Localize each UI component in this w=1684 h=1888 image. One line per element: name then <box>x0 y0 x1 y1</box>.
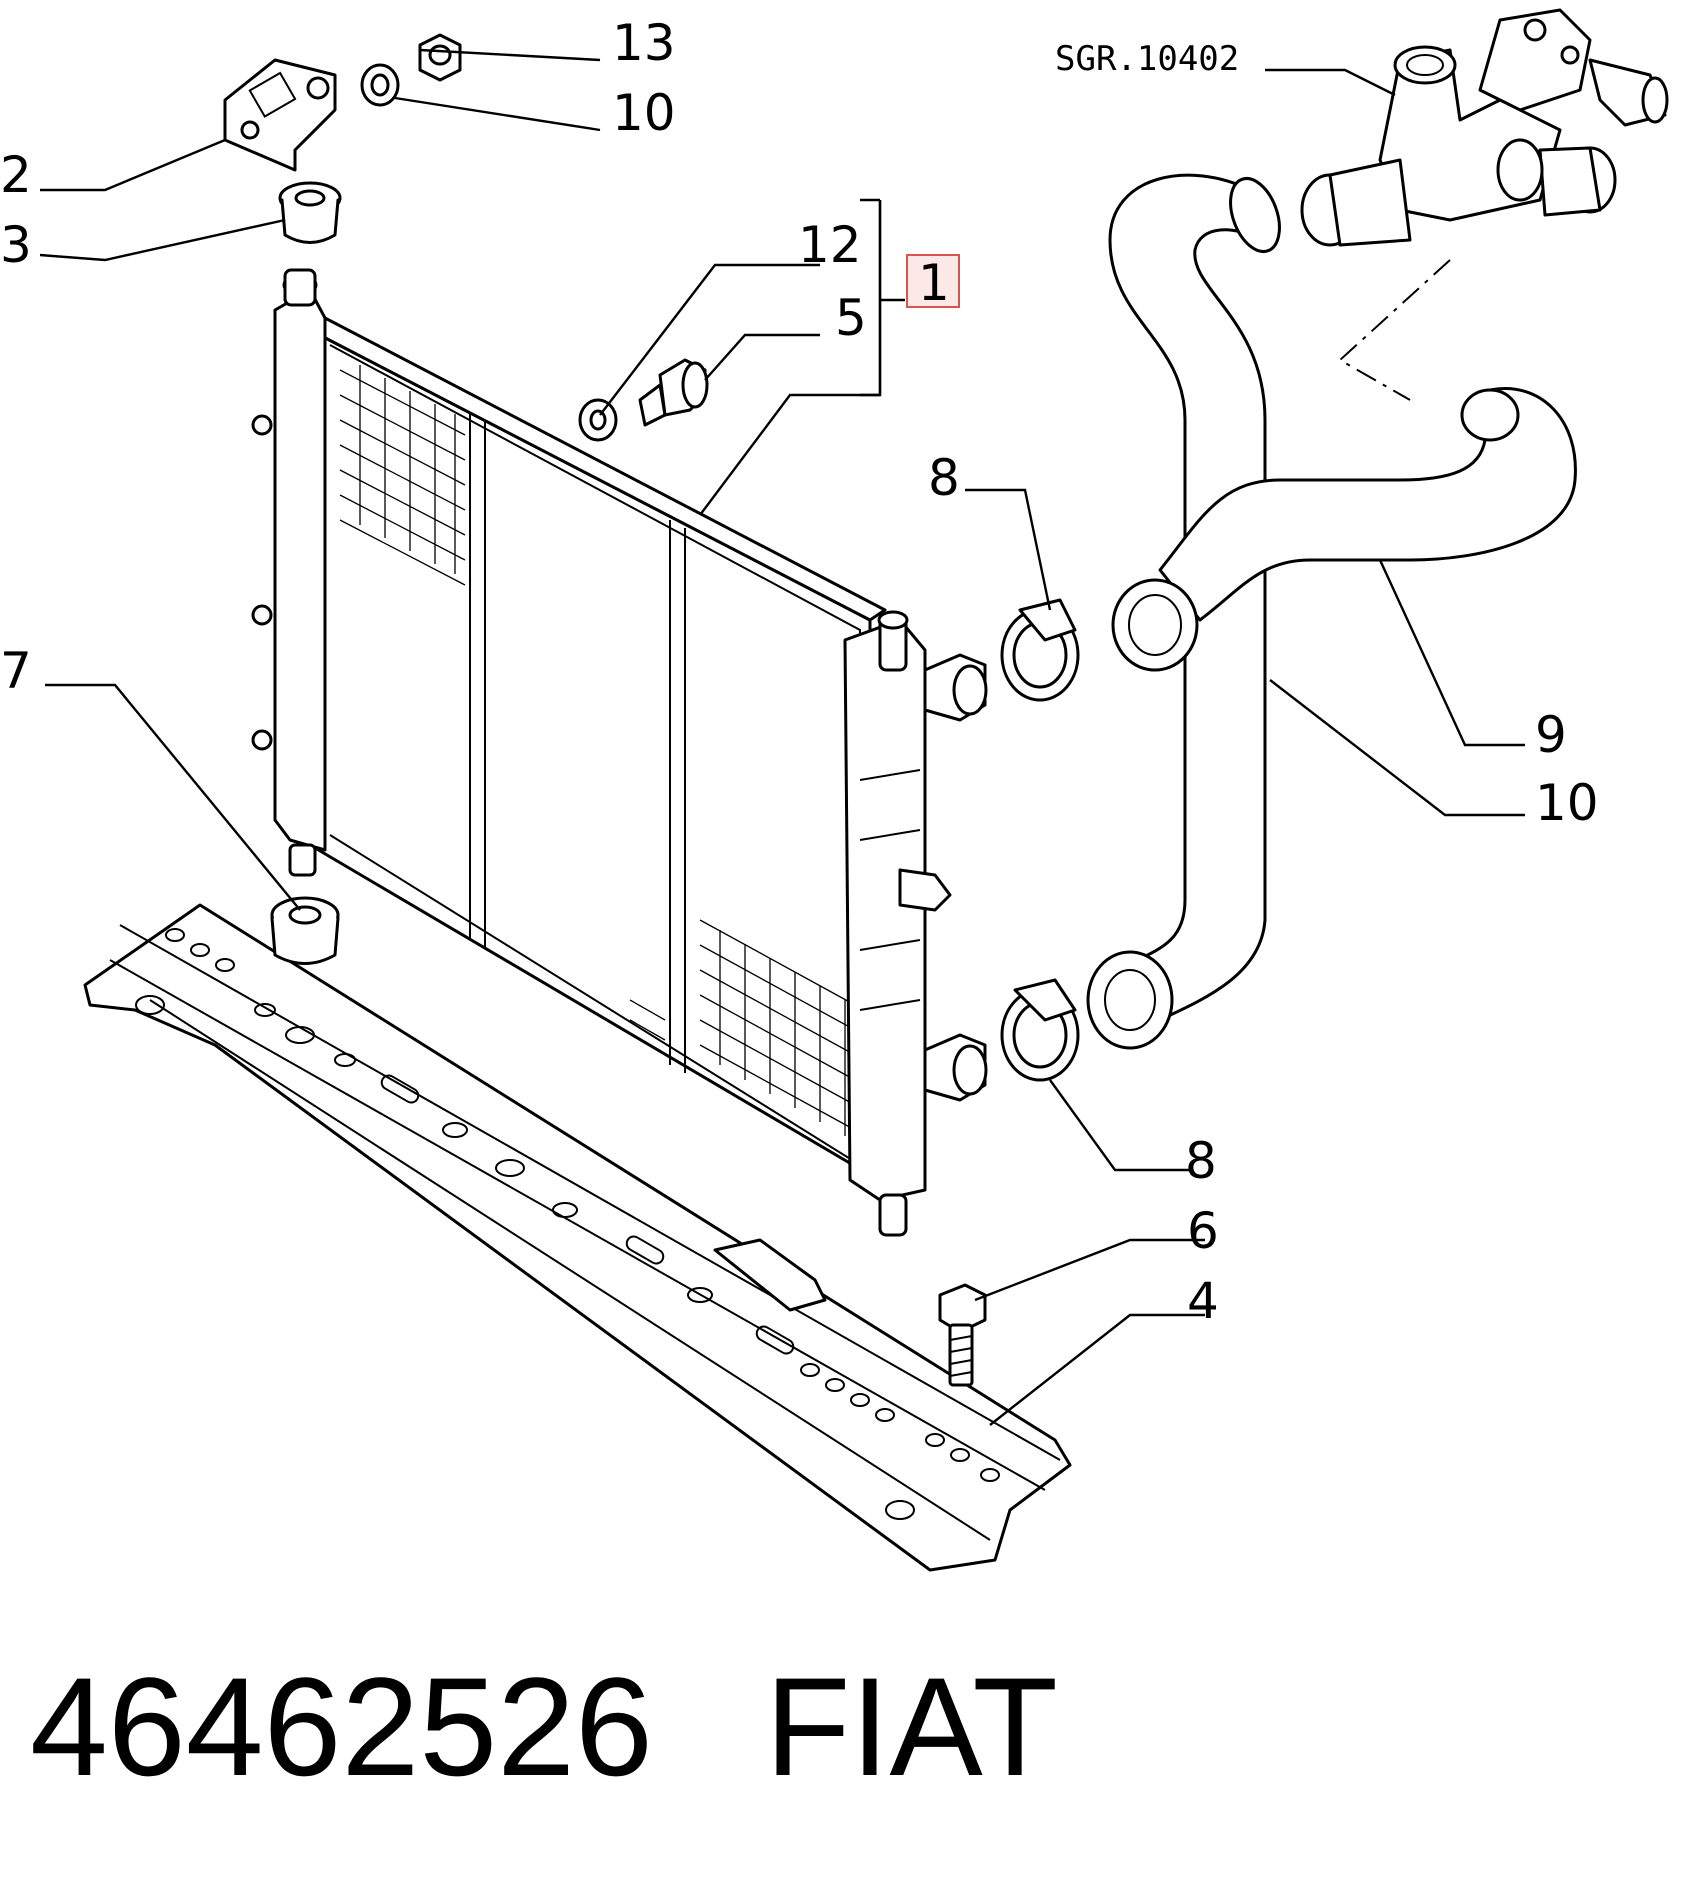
callout-8-lower: 8 <box>1185 1132 1217 1190</box>
callout-8-upper: 8 <box>928 449 960 507</box>
leader-lines <box>39 48 1525 1426</box>
washer-part-12 <box>578 398 618 442</box>
callout-1: 1 <box>918 254 950 312</box>
hose-part-10 <box>1086 173 1281 1050</box>
callout-3: 3 <box>0 216 32 274</box>
callout-2: 2 <box>0 146 32 204</box>
callout-6: 6 <box>1187 1202 1219 1260</box>
bolt-part-6 <box>938 1283 987 1387</box>
hose-part-9 <box>1111 387 1577 672</box>
thermostat-housing-assembly <box>1300 8 1669 247</box>
callout-7: 7 <box>0 642 32 700</box>
callout-12: 12 <box>798 216 862 274</box>
hose-clamp-part-8-upper <box>1000 598 1080 702</box>
bracket-part-2 <box>223 58 337 172</box>
thermostat-reference-code: SGR.10402 <box>1055 39 1239 79</box>
callout-9: 9 <box>1535 706 1567 764</box>
grommet-part-7 <box>270 896 340 965</box>
nut-part-13 <box>418 33 462 82</box>
callout-labels: 13 10 2 3 12 5 1 7 8 9 10 8 6 4 SGR.1040… <box>0 14 1599 1330</box>
callout-13: 13 <box>612 14 676 72</box>
callout-4: 4 <box>1187 1272 1219 1330</box>
assembly-guideline <box>1338 259 1451 401</box>
callout-5: 5 <box>835 289 867 347</box>
drain-plug-part-5 <box>638 358 709 427</box>
washer-part-11 <box>360 63 400 107</box>
hose-clamp-part-8-lower <box>1000 978 1080 1082</box>
part-number: 46462526 <box>30 1648 653 1805</box>
radiator-part-1 <box>251 268 988 1237</box>
brand-name: FIAT <box>765 1648 1058 1805</box>
callout-10: 10 <box>1535 774 1599 832</box>
grommet-part-3 <box>278 181 342 244</box>
core-fin-grid-upper <box>339 365 466 586</box>
callout-1-highlight <box>906 254 960 308</box>
crossmember-part-4 <box>83 903 1072 1572</box>
core-fin-grid-lower <box>629 919 856 1136</box>
callout-11: 10 <box>612 84 676 142</box>
